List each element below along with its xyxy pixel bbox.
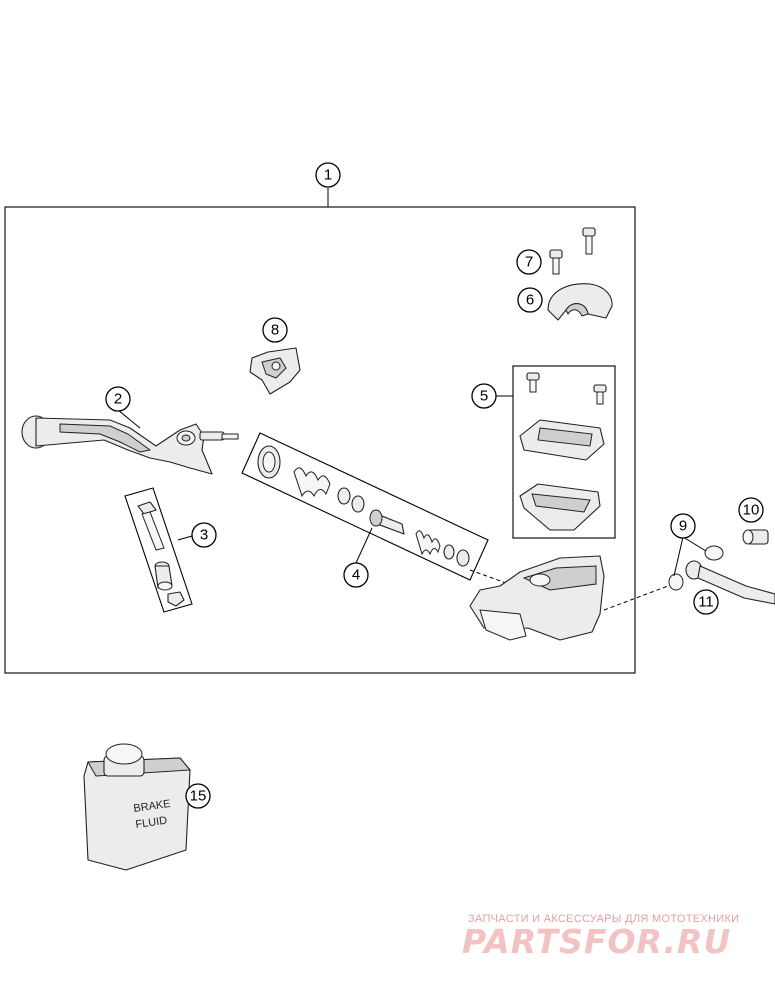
- callout-label: 2: [114, 391, 122, 408]
- callout-label: 1: [324, 167, 332, 184]
- callout-10: 10: [738, 497, 764, 523]
- clamp-part: [547, 283, 613, 321]
- master-cylinder-part: [469, 555, 669, 641]
- leader-9-b: [682, 536, 707, 552]
- banjo-fitting-part: [668, 529, 775, 605]
- leader-4: [355, 527, 373, 564]
- callout-6: 6: [517, 287, 543, 313]
- leader-9-a: [673, 536, 684, 577]
- callout-3: 3: [191, 522, 217, 548]
- callout-label: 4: [352, 567, 360, 584]
- callout-8: 8: [262, 317, 288, 343]
- callout-label: 6: [526, 292, 534, 309]
- callout-label: 15: [190, 788, 207, 805]
- leader-2: [117, 409, 141, 429]
- lever-part: [21, 415, 239, 475]
- watermark-tagline: ЗАПЧАСТИ И АКСЕССУАРЫ ДЛЯ МОТОТЕХНИКИ: [468, 913, 740, 925]
- bracket-part: [249, 347, 301, 395]
- callout-11: 11: [693, 589, 719, 615]
- callout-15: 15: [185, 783, 211, 809]
- assembly-frame: [4, 206, 636, 674]
- reservoir-cap-kit-part: [512, 365, 616, 539]
- callout-label: 10: [743, 502, 760, 519]
- screws-part: [549, 227, 596, 275]
- callout-label: 11: [698, 594, 714, 611]
- callout-1: 1: [315, 162, 341, 188]
- watermark-logo: PARTSFOR.RU: [462, 922, 732, 961]
- callout-7: 7: [516, 249, 542, 275]
- can-label-line1: BRAKE: [133, 798, 172, 815]
- callout-label: 7: [525, 254, 533, 271]
- can-label-line2: FLUID: [135, 815, 168, 831]
- callout-label: 8: [271, 322, 279, 339]
- callout-4: 4: [343, 562, 369, 588]
- brake-fluid-can-part: BRAKE FLUID: [83, 743, 192, 871]
- piston-kit-part: [241, 432, 489, 581]
- pin-kit-part: [124, 487, 193, 613]
- callout-5: 5: [471, 383, 497, 409]
- callout-label: 9: [679, 518, 687, 535]
- callout-label: 3: [200, 527, 208, 544]
- callout-9: 9: [670, 513, 696, 539]
- leader-3: [177, 535, 193, 541]
- callout-label: 5: [480, 388, 488, 405]
- callout-2: 2: [105, 386, 131, 412]
